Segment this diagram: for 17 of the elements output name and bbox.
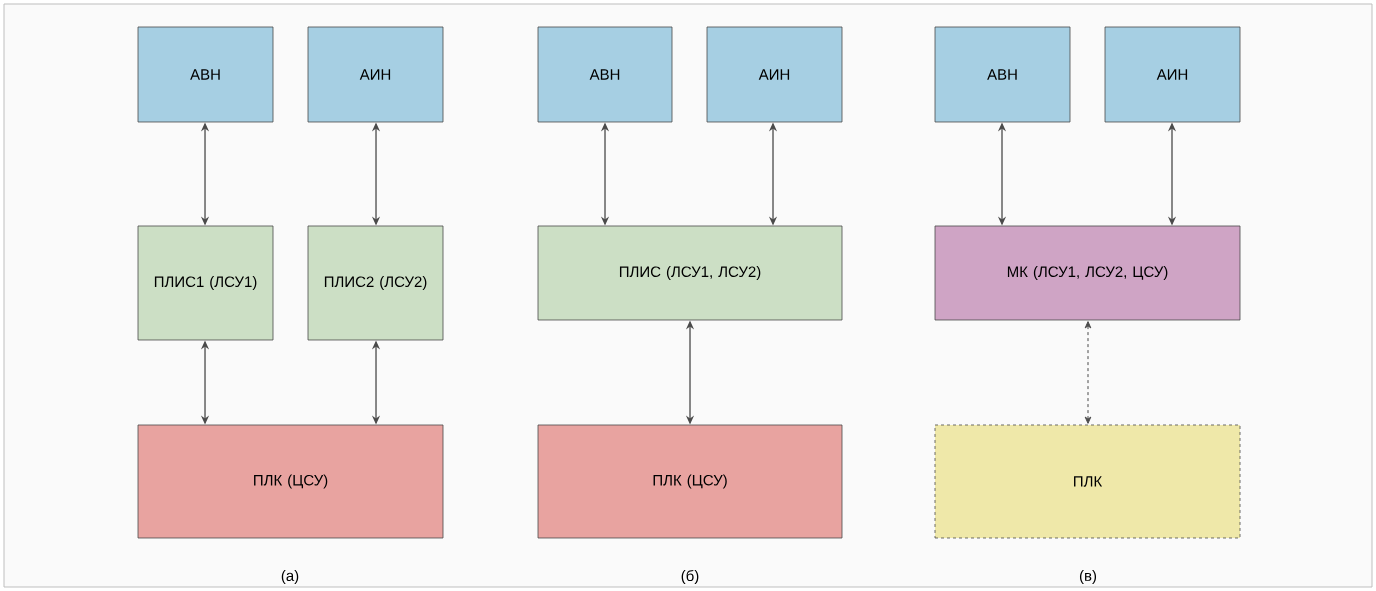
- block-box: АВН: [537, 26, 673, 123]
- block-box: АВН: [934, 26, 1071, 123]
- panel-caption: (б): [681, 569, 699, 585]
- block-box: ПЛИС2 (ЛСУ2): [307, 225, 444, 341]
- block-box: АИН: [1104, 26, 1241, 123]
- arrow: [1084, 321, 1092, 424]
- block-box: АИН: [307, 26, 444, 123]
- block-box: ПЛК (ЦСУ): [537, 424, 843, 539]
- block-box: АИН: [706, 26, 843, 123]
- block-box: ПЛИС (ЛСУ1, ЛСУ2): [537, 225, 843, 321]
- dashed-box: ПЛК: [934, 424, 1241, 539]
- block-box: ПЛК (ЦСУ): [137, 424, 444, 539]
- block-box: АВН: [137, 26, 274, 123]
- block-box: МК (ЛСУ1, ЛСУ2, ЦСУ): [934, 225, 1241, 321]
- block-box: ПЛИС1 (ЛСУ1): [137, 225, 274, 341]
- panel-caption: (а): [281, 570, 299, 584]
- panel-caption: (в): [1079, 570, 1097, 584]
